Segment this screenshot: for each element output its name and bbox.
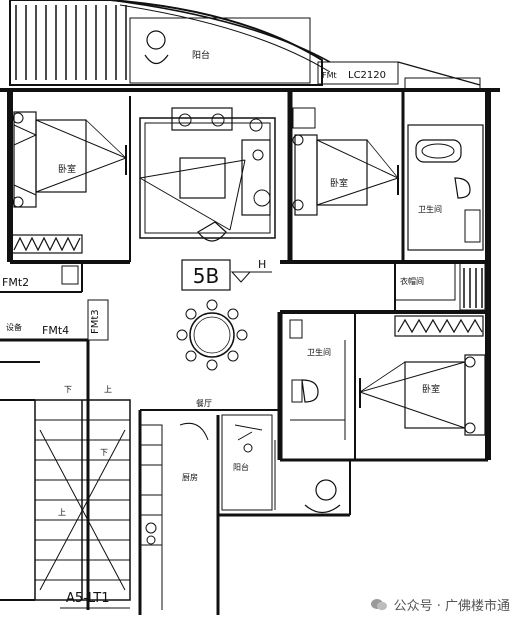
dining-table [176,299,248,371]
balcony-bottom-label: 阳台 [233,462,249,472]
window-lc2120: FMt LC2120 [317,61,481,91]
walls [0,88,500,615]
wardrobe [394,261,486,337]
bedroom-mid [292,107,400,216]
balcony-top-label: 阳台 [192,49,210,61]
bedroom-right-label: 卧室 [422,383,440,395]
top-balcony: 阳台 [9,0,331,86]
watermark: 公众号 · 广佛楼市通 [370,595,510,614]
kitchen-label: 厨房 [182,472,198,482]
bath-top [407,124,484,251]
wardrobe-label: 衣帽间 [400,276,424,286]
bedroom-right [358,354,486,436]
bath-top-label: 卫生间 [418,204,442,214]
fm-b-label: FMt4 [42,324,69,337]
stair-mark-3: 下 [100,448,108,457]
dining-label: 餐厅 [196,399,212,408]
watermark-text: 公众号 · 广佛楼市通 [393,599,510,614]
wechat-icon [370,598,387,610]
living-room [139,107,276,242]
entry-area [0,262,109,363]
bottom-balcony [221,414,341,514]
bath-bottom-label: 卫生间 [307,347,331,357]
lift-label: A5-LT1 [66,591,110,606]
stair-mark-4: 上 [58,508,66,517]
unit-tag: 5B H [181,258,272,291]
stair-mark-1: 下 [64,385,72,394]
bedroom-left-label: 卧室 [58,163,76,175]
stair-mark-2: 上 [104,385,112,394]
kitchen [139,422,209,610]
window-code-label: LC2120 [348,70,386,81]
unit-code: 5B [193,264,219,288]
fm-c-label: FMt3 [90,309,101,334]
equipment-label: 设备 [6,322,22,332]
bedroom-left: 卧室 [11,111,128,254]
fm-a-label: FMt2 [2,276,29,289]
bedroom-mid-label: 卧室 [330,177,348,189]
staircase [0,399,131,601]
orientation-mark: H [258,258,266,271]
bath-bottom [289,319,346,440]
fm-window-label: FMt [322,71,337,80]
